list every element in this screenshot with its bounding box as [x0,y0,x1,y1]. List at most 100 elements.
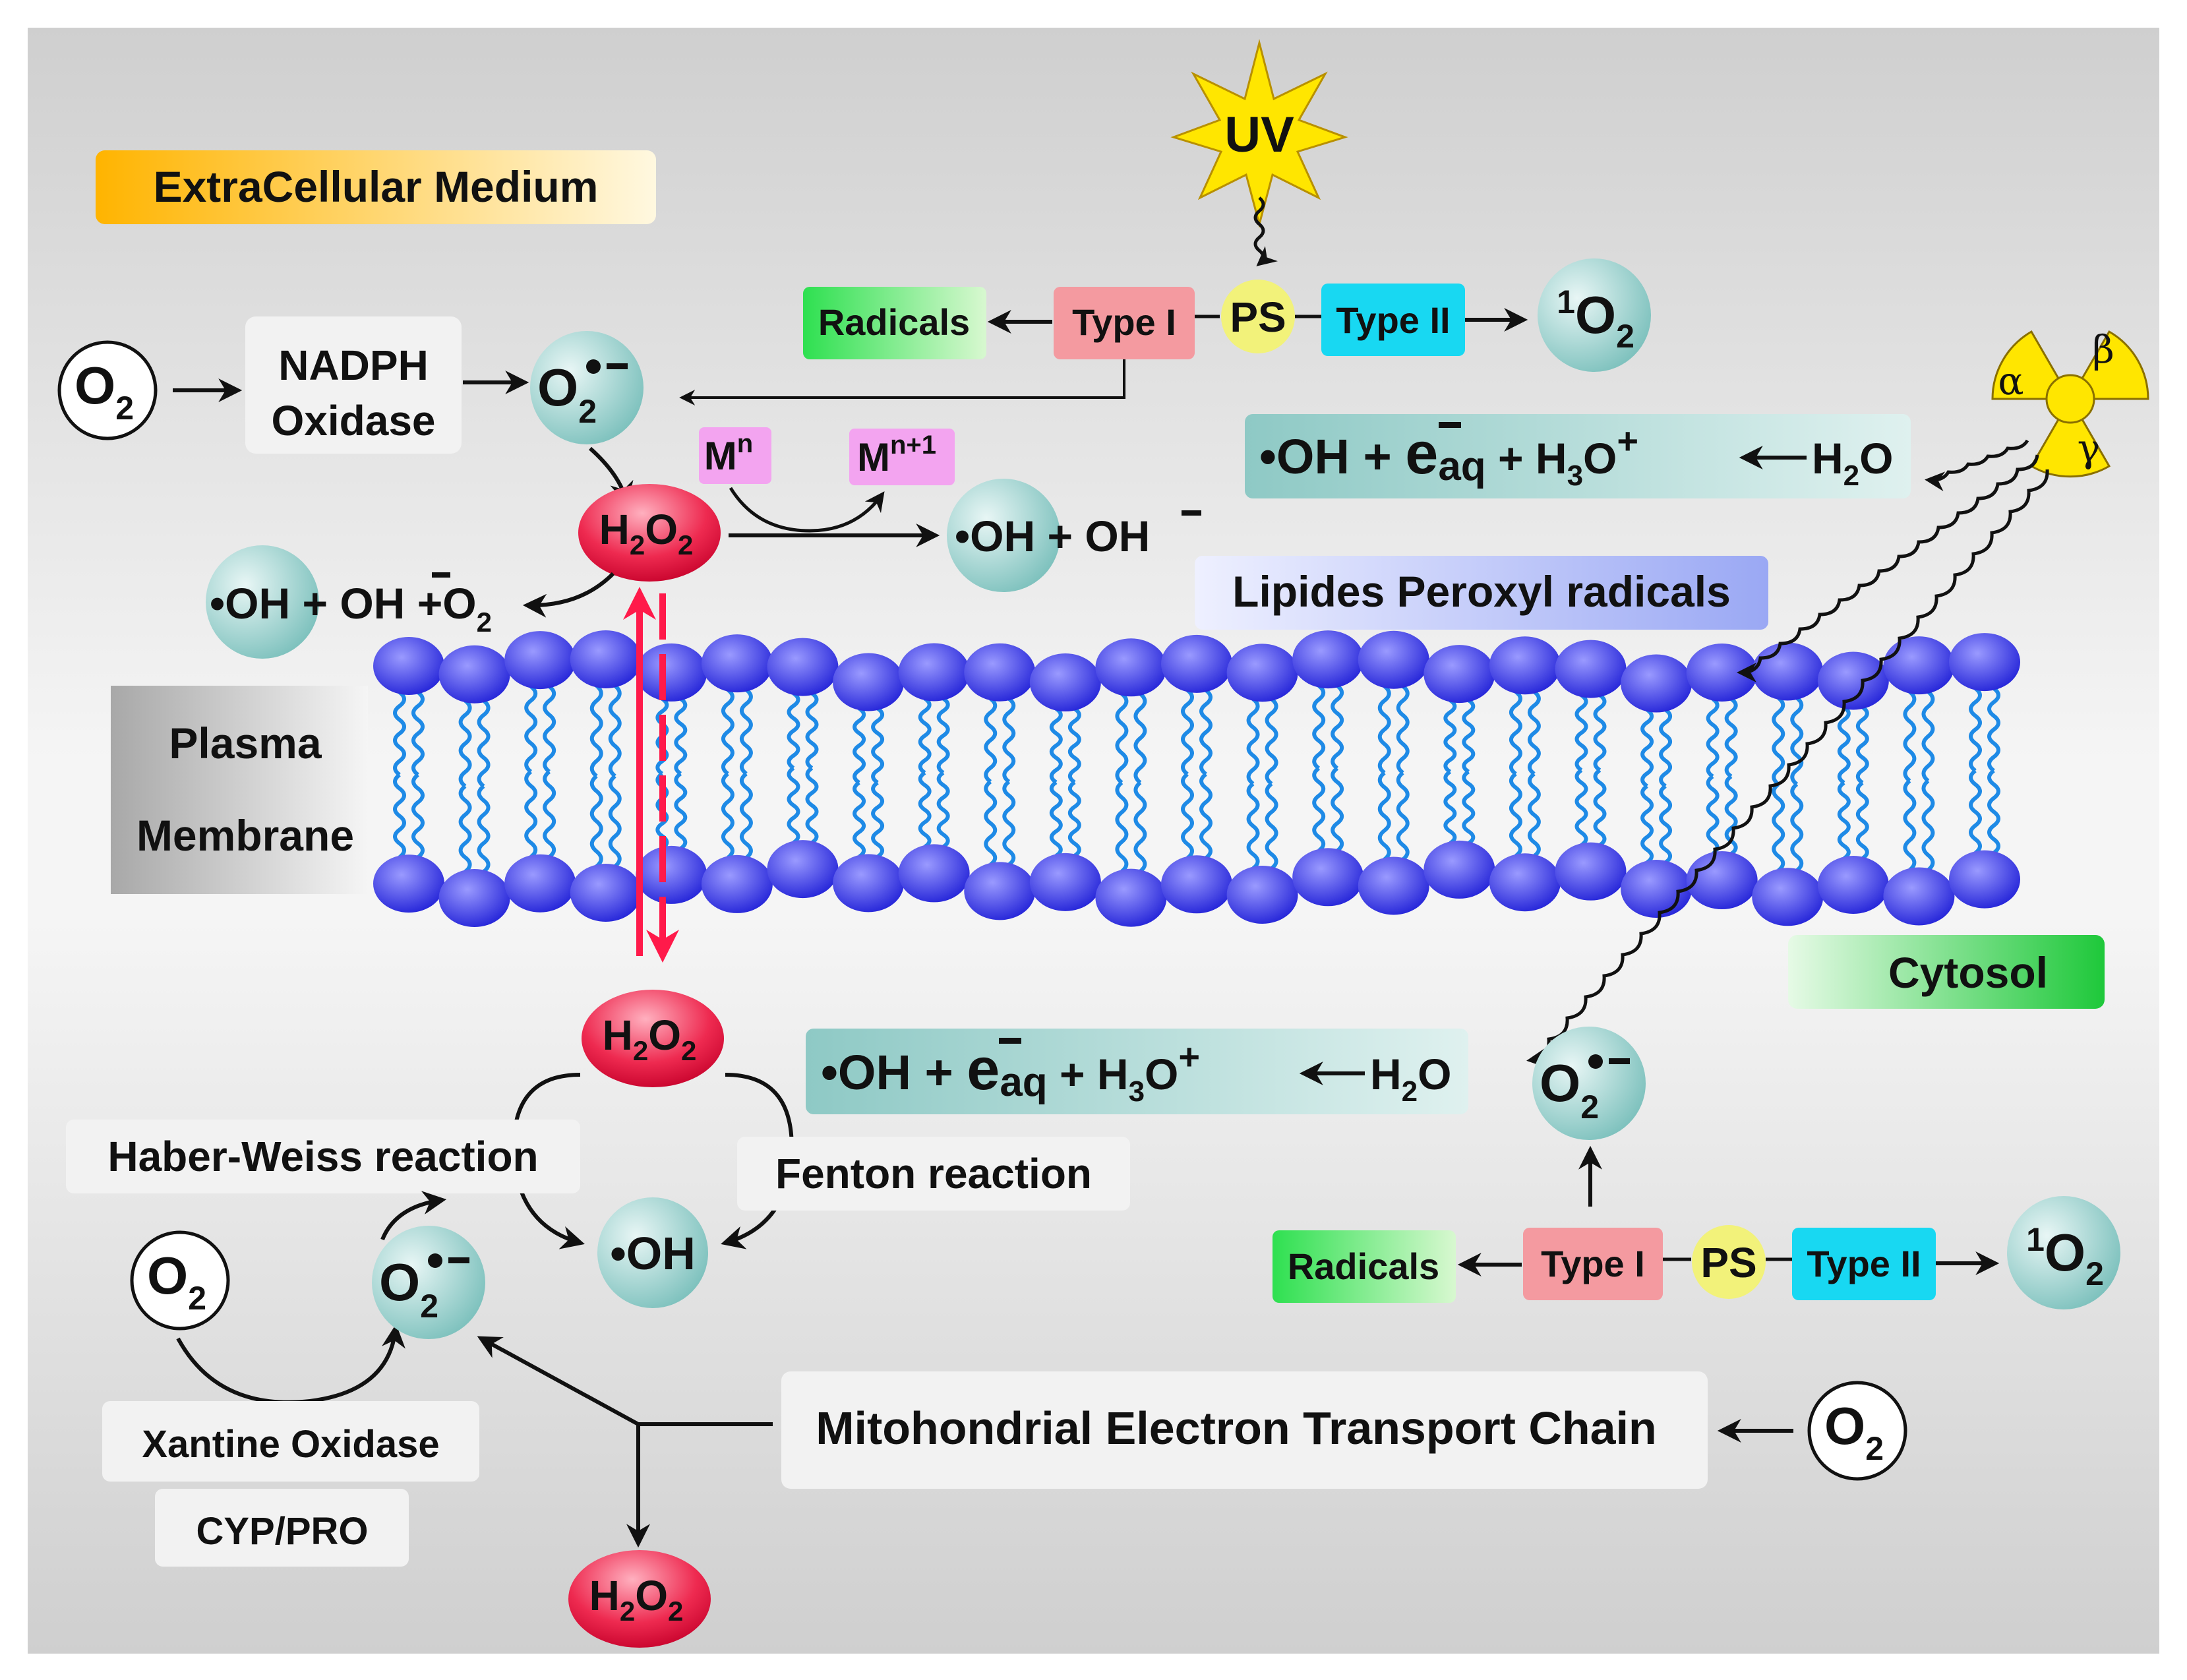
o2-circle-bottom-right [1807,1381,1907,1481]
lipid-tail-top [608,684,622,778]
oh-minus-top [1182,510,1201,516]
lipid-tail-bottom [674,771,688,851]
lipid-head-bottom [1752,868,1824,926]
lipid-tail-bottom [477,785,491,874]
lipid-tail-bottom [458,785,472,874]
singlet-oxygen-top: 1O2 [1557,284,1634,355]
arrow-mito-superoxide [477,1336,640,1426]
metal-mn1-box [849,429,955,485]
arrow-h2o2-oh-o2 [522,572,615,618]
metal-mn: Mn [704,429,753,478]
lipid-tail-top [1772,696,1785,786]
arrow-type1-superoxide [679,359,1125,405]
lipid-head-bottom [1686,851,1758,910]
lipid-tail-bottom [1312,766,1326,853]
lipid-tail-top [918,697,932,775]
lipid-tail-top [458,699,472,788]
lipid-tail-top [1574,694,1588,772]
metal-mn1: Mn+1 [857,431,936,479]
lipid-tail-top [1462,698,1476,774]
lipid-head-top [636,643,707,702]
o2-label-bottom-left: O2 [147,1246,206,1317]
lipid-tail-top [1181,688,1194,776]
lipid-head-bottom [1161,855,1232,914]
lipid-tail-top [1659,708,1673,788]
lipid-tail-bottom [589,774,603,868]
water-top: H2O [1812,434,1894,492]
lipid-tail-bottom [1002,780,1016,866]
lipid-head-top [1949,633,2020,692]
h2o2-bottom-label: H2O2 [589,1572,684,1627]
oh-minus-left [432,572,450,578]
h2o2-middle [582,990,724,1087]
type2-box-top [1321,284,1465,356]
lipid-tail-bottom [1837,781,1851,860]
lipid-peroxyl-label: Lipides Peroxyl radicals [1232,567,1731,616]
lipid-tail-top [1790,696,1804,786]
membrane-label-box [111,686,368,894]
lipid-head-top [1621,654,1693,713]
lipid-tail-bottom [853,781,866,858]
lipid-tail-top [1706,697,1720,778]
type1-box-bottom [1523,1228,1663,1300]
lipid-head-top [701,634,773,693]
lipid-tail-top [721,688,734,775]
cyp-box [155,1489,409,1567]
lipid-tail-top [1002,697,1016,783]
radiolysis-top: •OH + eaq + H3O+ [1259,420,1638,492]
type2-label-top: Type II [1336,299,1450,341]
lipid-tail-top [1593,694,1607,772]
lipid-tail-bottom [1199,772,1213,860]
beta-label: β [2092,327,2114,372]
lipid-head-bottom [1095,868,1167,927]
photosensitizer-top: Radicals Type I PS Type II 1O2 [679,258,1651,405]
lipid-tail-bottom [1527,772,1541,858]
extracellular-label-box [96,150,656,224]
lipid-tail-bottom [1921,779,1935,872]
singlet-oxygen-bubble-top [1538,258,1651,372]
lipid-bilayer [373,630,2020,927]
radiation-icon [1991,330,2149,478]
lipid-tail-bottom [393,773,406,859]
ps-circle-bottom [1692,1225,1766,1299]
lipid-head-top [1423,645,1495,704]
lipid-head-bottom [898,844,970,903]
lipid-head-top [1292,630,1364,689]
electron-minus-bottom [999,1038,1021,1044]
lipid-tail-bottom [984,780,998,866]
lipid-tail-bottom [936,771,950,849]
radicals-label-top: Radicals [818,301,970,343]
oh-bubble-middle [597,1197,708,1308]
haber-weiss-box [66,1120,580,1193]
lipid-tail-top [1527,690,1541,776]
lipid-tail-bottom [1640,784,1654,864]
lipid-tail-top [589,684,603,778]
lipid-tail-top [1265,697,1278,786]
h2o2-top-label: H2O2 [599,506,694,560]
superoxide-bubble-right [1532,1027,1646,1140]
lipid-tail-top [1396,684,1410,775]
lipid-tail-bottom [543,770,556,859]
lipid-head-bottom [833,854,905,913]
lipid-tail-top [1331,684,1344,770]
electron-minus-top [1439,422,1461,428]
haber-weiss-label: Haber-Weiss reaction [107,1133,538,1180]
lipid-tail-bottom [721,772,734,860]
superoxide-minus-top [607,363,628,369]
radiation-wavy-arrow-1 [1925,439,2029,492]
mito-label: Mitohondrial Electron Transport Chain [816,1402,1657,1454]
lipid-tail-top [524,684,538,773]
nadph-oxidase-box [245,316,462,454]
type1-label-bottom: Type I [1541,1243,1645,1284]
lipid-tail-bottom [1790,783,1804,872]
lipid-tail-top [1969,686,1982,773]
lipid-tail-bottom [1462,770,1476,845]
lipid-head-top [1489,636,1561,695]
fenton-box [737,1137,1130,1211]
lipid-head-top [1555,640,1627,698]
lipid-head-bottom [570,864,642,922]
lipid-tail-bottom [805,766,819,845]
lipid-head-bottom [636,845,707,904]
lipid-head-bottom [438,868,510,927]
